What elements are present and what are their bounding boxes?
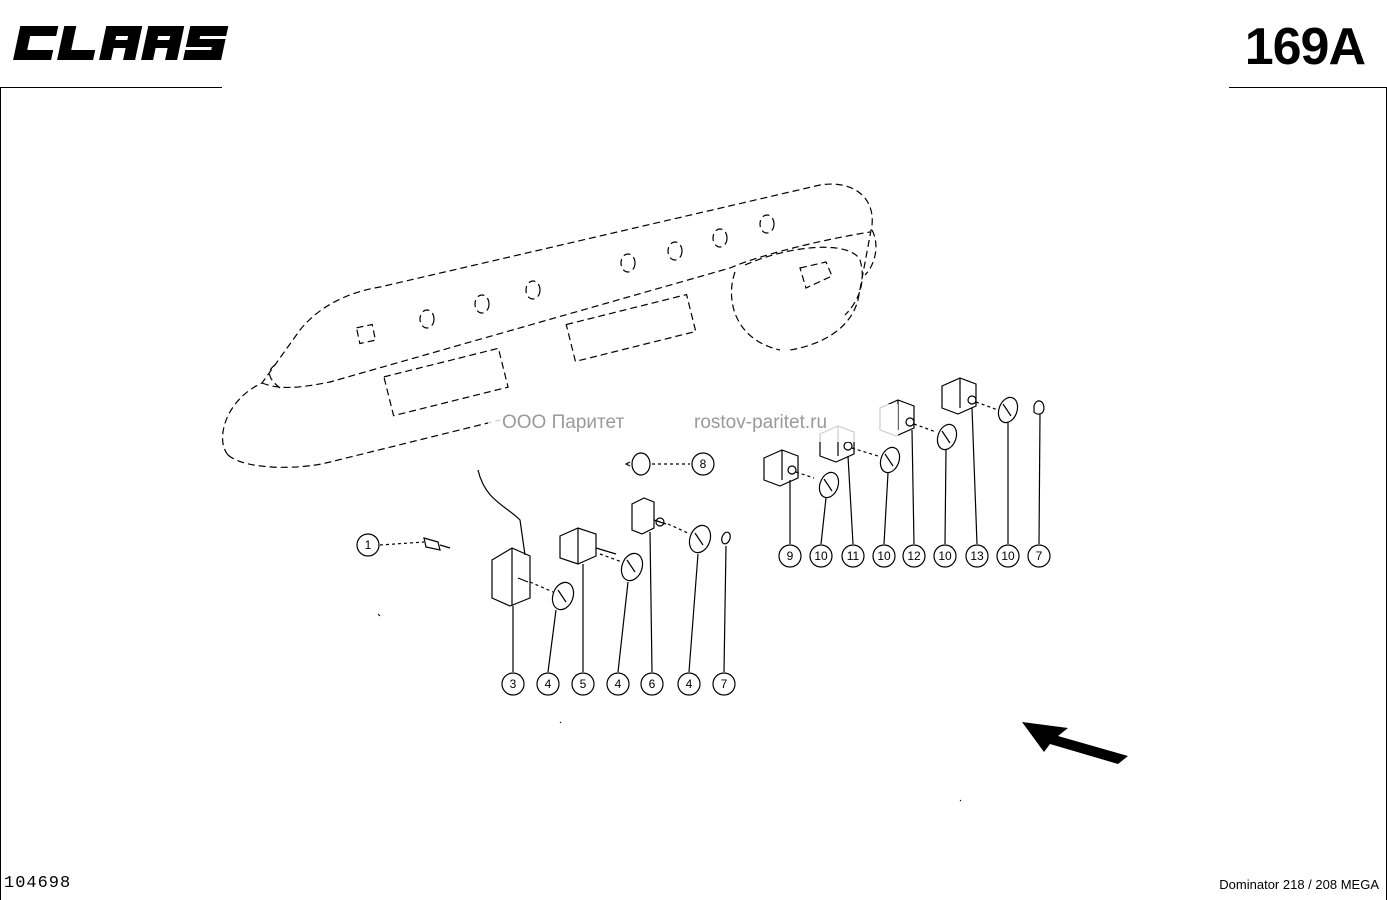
callout-label: 10 <box>814 549 828 563</box>
callout-11: 11 <box>841 544 865 568</box>
callout-circle <box>809 544 833 568</box>
callout-label: 6 <box>649 677 656 691</box>
part-10-knob-b <box>879 446 901 545</box>
callout-label: 8 <box>700 457 707 471</box>
part-1-connector <box>379 537 451 551</box>
callout-circle <box>571 672 595 696</box>
callout-label: 4 <box>545 677 552 691</box>
part-10-knob-c <box>936 423 958 545</box>
model-name: Dominator 218 / 208 MEGA <box>1219 877 1379 892</box>
dashboard-console <box>221 183 877 468</box>
part-3-relay <box>477 469 531 672</box>
callout-circle <box>933 544 957 568</box>
claas-logo <box>13 26 229 60</box>
callout-label: 13 <box>970 549 984 563</box>
callout-circle <box>501 672 525 696</box>
watermark-company: ООО Паритет <box>502 412 625 433</box>
part-4-knob-a <box>529 581 575 673</box>
callout-circle <box>1027 544 1051 568</box>
page-number: 169A <box>1244 18 1366 76</box>
part-10-knob-a <box>818 471 840 545</box>
callout-5: 5 <box>571 672 595 696</box>
part-5-switch <box>559 527 617 672</box>
callout-6: 6 <box>640 672 664 696</box>
watermark-site: rostov-paritet.ru <box>694 412 828 433</box>
part-4-knob-b <box>599 552 644 673</box>
callout-label: 12 <box>907 549 921 563</box>
part-9-switch <box>763 449 815 544</box>
callout-circle <box>841 544 865 568</box>
callout-3: 3 <box>501 672 525 696</box>
callout-label: 11 <box>847 549 860 563</box>
callout-4: 4 <box>536 672 560 696</box>
callout-10: 10 <box>809 544 833 568</box>
callout-circle <box>640 672 664 696</box>
callout-circle <box>677 672 701 696</box>
callout-label: 10 <box>938 549 952 563</box>
callout-4: 4 <box>677 672 701 696</box>
callout-4: 4 <box>606 672 630 696</box>
callout-circle <box>606 672 630 696</box>
callout-label: 9 <box>787 549 794 563</box>
part-8-lamp <box>624 452 690 476</box>
callout-label: 4 <box>615 677 622 691</box>
callout-10: 10 <box>996 544 1020 568</box>
callout-13: 13 <box>965 544 989 568</box>
callout-circle <box>902 544 926 568</box>
callout-label: 10 <box>877 549 891 563</box>
callout-label: 5 <box>580 677 587 691</box>
part-7-cap-a <box>721 531 731 673</box>
part-13-switch <box>941 377 999 545</box>
part-10-knob-d <box>997 396 1019 544</box>
callout-circle <box>996 544 1020 568</box>
callout-circle <box>965 544 989 568</box>
callout-circle <box>778 544 802 568</box>
watermark: ООО Паритет rostov-paritet.ru <box>488 404 898 442</box>
callout-label: 7 <box>1036 549 1043 563</box>
callout-circle <box>536 672 560 696</box>
header-rule-right <box>1229 87 1387 88</box>
callout-10: 10 <box>933 544 957 568</box>
frame-left-border <box>0 87 1 900</box>
part-6-switch <box>631 497 667 673</box>
callout-7: 7 <box>1027 544 1051 568</box>
callout-label: 7 <box>721 677 728 691</box>
callout-label: 1 <box>365 538 372 552</box>
drawing-number: 104698 <box>4 874 72 893</box>
callout-label: 4 <box>686 677 693 691</box>
callout-9: 9 <box>778 544 802 568</box>
part-4-knob-c <box>667 523 712 673</box>
callout-8: 8 <box>691 452 715 476</box>
callout-label: 3 <box>510 677 517 691</box>
direction-arrow <box>1022 722 1128 764</box>
callout-circle <box>712 672 736 696</box>
callout-circle <box>356 533 380 557</box>
callout-label: 10 <box>1001 549 1015 563</box>
callout-1: 1 <box>356 533 380 557</box>
callout-10: 10 <box>872 544 896 568</box>
callout-12: 12 <box>902 544 926 568</box>
callout-7: 7 <box>712 672 736 696</box>
callout-circle <box>872 544 896 568</box>
callout-circle <box>691 452 715 476</box>
header-rule-left <box>0 87 222 88</box>
part-7-cap-b <box>1033 400 1045 545</box>
